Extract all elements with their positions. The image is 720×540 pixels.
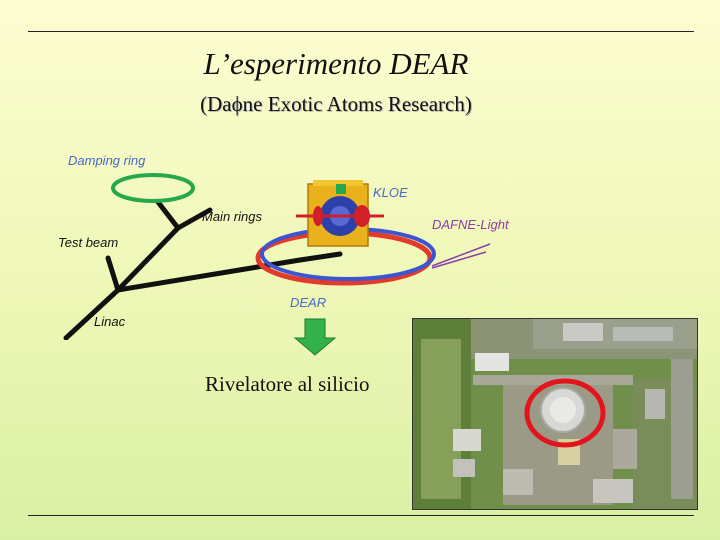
- label-kloe: KLOE: [373, 185, 408, 200]
- label-dear: DEAR: [290, 295, 326, 310]
- down-arrow-icon: [294, 318, 336, 356]
- aerial-photo: [412, 318, 698, 510]
- label-damping-ring: Damping ring: [68, 153, 146, 168]
- test-beam-branch: [105, 255, 121, 293]
- label-test-beam: Test beam: [58, 235, 118, 250]
- dafne-light-line-2: [431, 251, 487, 269]
- label-dafne-light: DAFNE-Light: [432, 217, 510, 232]
- label-linac: Linac: [94, 314, 126, 329]
- kloe-detector: [296, 180, 384, 247]
- highlight-circle: [524, 378, 606, 448]
- damping-ring: [111, 173, 195, 203]
- damping-line: [155, 199, 181, 231]
- label-main-rings: Main rings: [202, 209, 262, 224]
- bottom-rule: [28, 515, 694, 516]
- slide-subtitle: (Daϕne Exotic Atoms Research): [200, 92, 472, 116]
- linac-line: [63, 287, 121, 340]
- damping-line-2: [175, 207, 213, 231]
- dafne-light-line: [431, 243, 491, 267]
- top-rule: [28, 31, 694, 32]
- transfer-line-to-damping: [115, 225, 181, 293]
- aerial-photo-image: [413, 319, 697, 509]
- slide-title: L’esperimento DEAR: [203, 46, 469, 81]
- accelerator-diagram: Damping ring Main rings Test beam Linac …: [58, 153, 510, 340]
- transfer-line-main-2: [297, 251, 343, 263]
- detector-caption: Rivelatore al silicio: [205, 372, 370, 396]
